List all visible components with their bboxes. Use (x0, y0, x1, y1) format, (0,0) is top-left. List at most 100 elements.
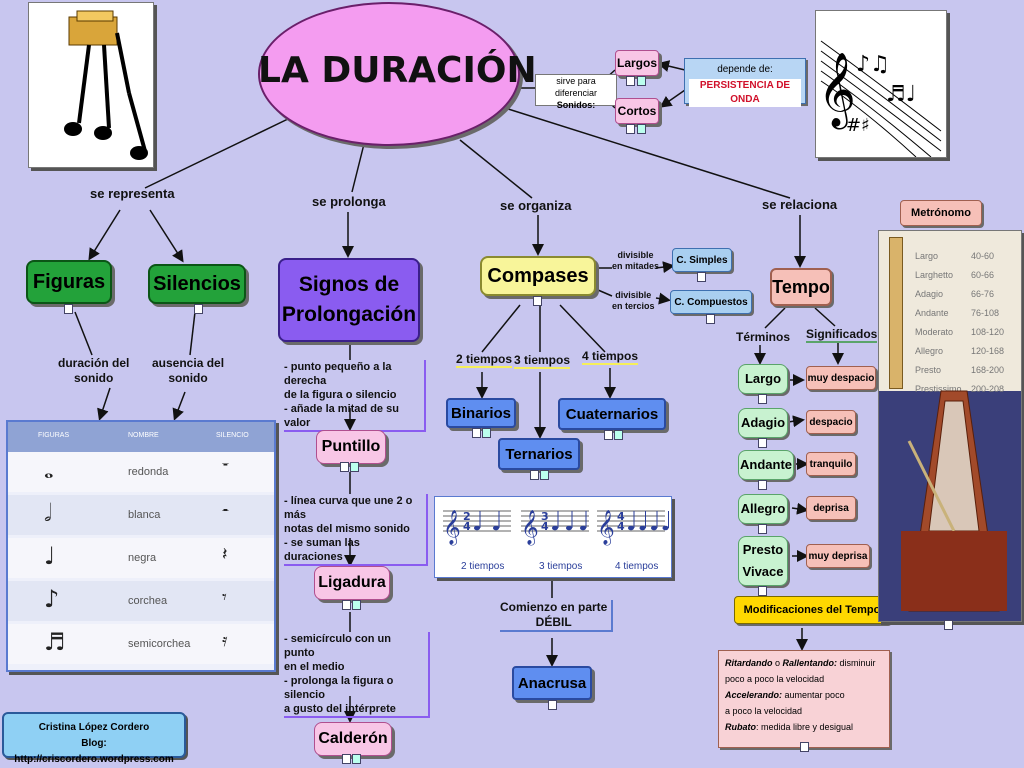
edge-label-prolong: se prolonga (312, 194, 386, 209)
svg-text:♪♫: ♪♫ (856, 52, 890, 77)
node-cuaternarios[interactable]: Cuaternarios (558, 398, 666, 430)
figure-glyph: ♬ (44, 628, 66, 656)
tempo-term-3[interactable]: Allegro (738, 494, 788, 524)
edge-label-organize: se organiza (500, 198, 572, 213)
time-signature-digit: 4 (617, 510, 625, 523)
note-icon (626, 76, 635, 86)
edge-label-represent: se representa (90, 186, 175, 201)
tempo-meaning-label: deprisa (813, 502, 849, 514)
note-icon (758, 394, 767, 404)
staff-caption: 2 tiempos (461, 561, 504, 572)
tempo-meaning-3[interactable]: deprisa (806, 496, 856, 520)
calderon-note-3: - prolonga la figura o silencio (284, 675, 394, 701)
modificacion-rest: aumentar poco (782, 690, 845, 700)
staff-caption: 4 tiempos (615, 561, 658, 572)
note-head (552, 525, 558, 531)
staff-caption: 3 tiempos (539, 561, 582, 572)
tempo-meaning-0[interactable]: muy despacio (806, 366, 876, 390)
attachment-icon (350, 462, 359, 472)
node-signos-prolongacion[interactable]: Signos de Prolongación (278, 258, 420, 342)
tempo-term-label: Andante (740, 457, 792, 472)
note-icon (342, 600, 351, 610)
metronome-tempo-range: 40-60 (971, 251, 995, 261)
note-icon (604, 430, 613, 440)
tiempos4-label: 4 tiempos (582, 349, 639, 365)
attachment-icon (614, 430, 623, 440)
author-blog[interactable]: Blog: http://criscordero.wordpress.com (14, 738, 174, 765)
svg-text:#♯: #♯ (846, 115, 870, 136)
node-puntillo[interactable]: Puntillo (316, 430, 386, 464)
note-icon (533, 296, 542, 306)
node-metronomo[interactable]: Metrónomo (900, 200, 982, 226)
figure-name: semicorchea (128, 638, 191, 650)
modificacion-line: a poco la velocidad (725, 703, 883, 719)
tempo-term-4[interactable]: Presto Vivace (738, 536, 788, 586)
modificacion-line: poco a poco la velocidad (725, 671, 883, 687)
tempo-term-label: Allegro (740, 501, 786, 516)
tempo-term-0[interactable]: Largo (738, 364, 788, 394)
note-head (651, 525, 657, 531)
note-icon (758, 480, 767, 490)
node-c-simples[interactable]: C. Simples (672, 248, 732, 272)
node-tempo-label: Tempo (772, 276, 830, 297)
silencios-desc-line1: ausencia del (152, 356, 225, 370)
tempo-meaning-4[interactable]: muy deprisa (806, 544, 870, 568)
divisible-tercios: divisible en tercios (612, 290, 655, 312)
modificacion-rest: : medida libre y desigual (756, 722, 854, 732)
comienzo-line1: Comienzo en parte (500, 600, 608, 614)
note-head (493, 525, 499, 531)
signos-line2: Prolongación (281, 303, 417, 326)
tempo-term-1[interactable]: Adagio (738, 408, 788, 438)
calderon-notes: - semicírculo con un punto en el medio -… (284, 632, 430, 718)
persistencia-box[interactable]: depende de: PERSISTENCIA DE ONDA (684, 58, 806, 107)
figuras-desc-line2: sonido (74, 371, 114, 385)
treble-clef-icon: 𝄞 (443, 510, 461, 546)
tempo-term-label: Presto Vivace (742, 542, 784, 579)
modificacion-rest: a poco la velocidad (725, 706, 803, 716)
node-largos[interactable]: Largos (615, 50, 659, 76)
note-icon (758, 438, 767, 448)
table-row: 𝅝redonda𝄻 (8, 452, 274, 492)
tiempos2-label: 2 tiempos (456, 352, 513, 368)
tempo-meaning-1[interactable]: despacio (806, 410, 856, 434)
silencios-desc-line2: sonido (168, 371, 208, 385)
node-largos-label: Largos (616, 56, 657, 70)
node-ligadura[interactable]: Ligadura (314, 566, 390, 600)
node-silencios-label: Silencios (153, 272, 241, 295)
figure-glyph: ♪ (44, 585, 60, 613)
node-anacrusa-label: Anacrusa (517, 674, 587, 692)
differentiate-line2: Sonidos: (556, 100, 596, 110)
divisible-mitades-1: divisible (617, 250, 654, 260)
calderon-note-1: - semicírculo con un punto (284, 633, 391, 659)
tempo-term-2[interactable]: Andante (738, 450, 794, 480)
node-c-compuestos[interactable]: C. Compuestos (670, 290, 752, 314)
node-modificaciones[interactable]: Modificaciones del Tempo (734, 596, 890, 624)
node-anacrusa[interactable]: Anacrusa (512, 666, 592, 700)
metronome-tempo-range: 66-76 (971, 289, 995, 299)
node-compases[interactable]: Compases (480, 256, 596, 296)
rest-glyph: 𝄽 (222, 544, 228, 565)
metronome-tempo-name: Largo (915, 251, 939, 261)
node-silencios[interactable]: Silencios (148, 264, 246, 304)
node-calderon[interactable]: Calderón (314, 722, 392, 756)
metronome-tempo-name: Presto (915, 365, 942, 375)
figures-table-header-figuras: FIGURAS (38, 432, 70, 439)
calderon-note-4: a gusto del intérprete (284, 703, 396, 715)
rest-glyph: 𝄼 (222, 501, 229, 522)
tempo-meaning-2[interactable]: tranquilo (806, 452, 856, 476)
comienzo-line2: DÉBIL (535, 615, 572, 629)
node-tempo[interactable]: Tempo (770, 268, 832, 306)
node-c-compuestos-label: C. Compuestos (674, 296, 748, 308)
node-cortos[interactable]: Cortos (615, 98, 659, 124)
metronome-tempo-name: Moderato (915, 327, 954, 337)
attachment-icon (540, 470, 549, 480)
differentiate-line1: sirve para diferenciar (554, 76, 598, 98)
metronome-body (901, 390, 1007, 612)
time-signature-digit: 4 (541, 520, 549, 533)
node-figuras[interactable]: Figuras (26, 260, 112, 304)
node-ternarios[interactable]: Ternarios (498, 438, 580, 470)
node-binarios[interactable]: Binarios (446, 398, 516, 428)
svg-text:♬♩: ♬♩ (886, 82, 916, 107)
